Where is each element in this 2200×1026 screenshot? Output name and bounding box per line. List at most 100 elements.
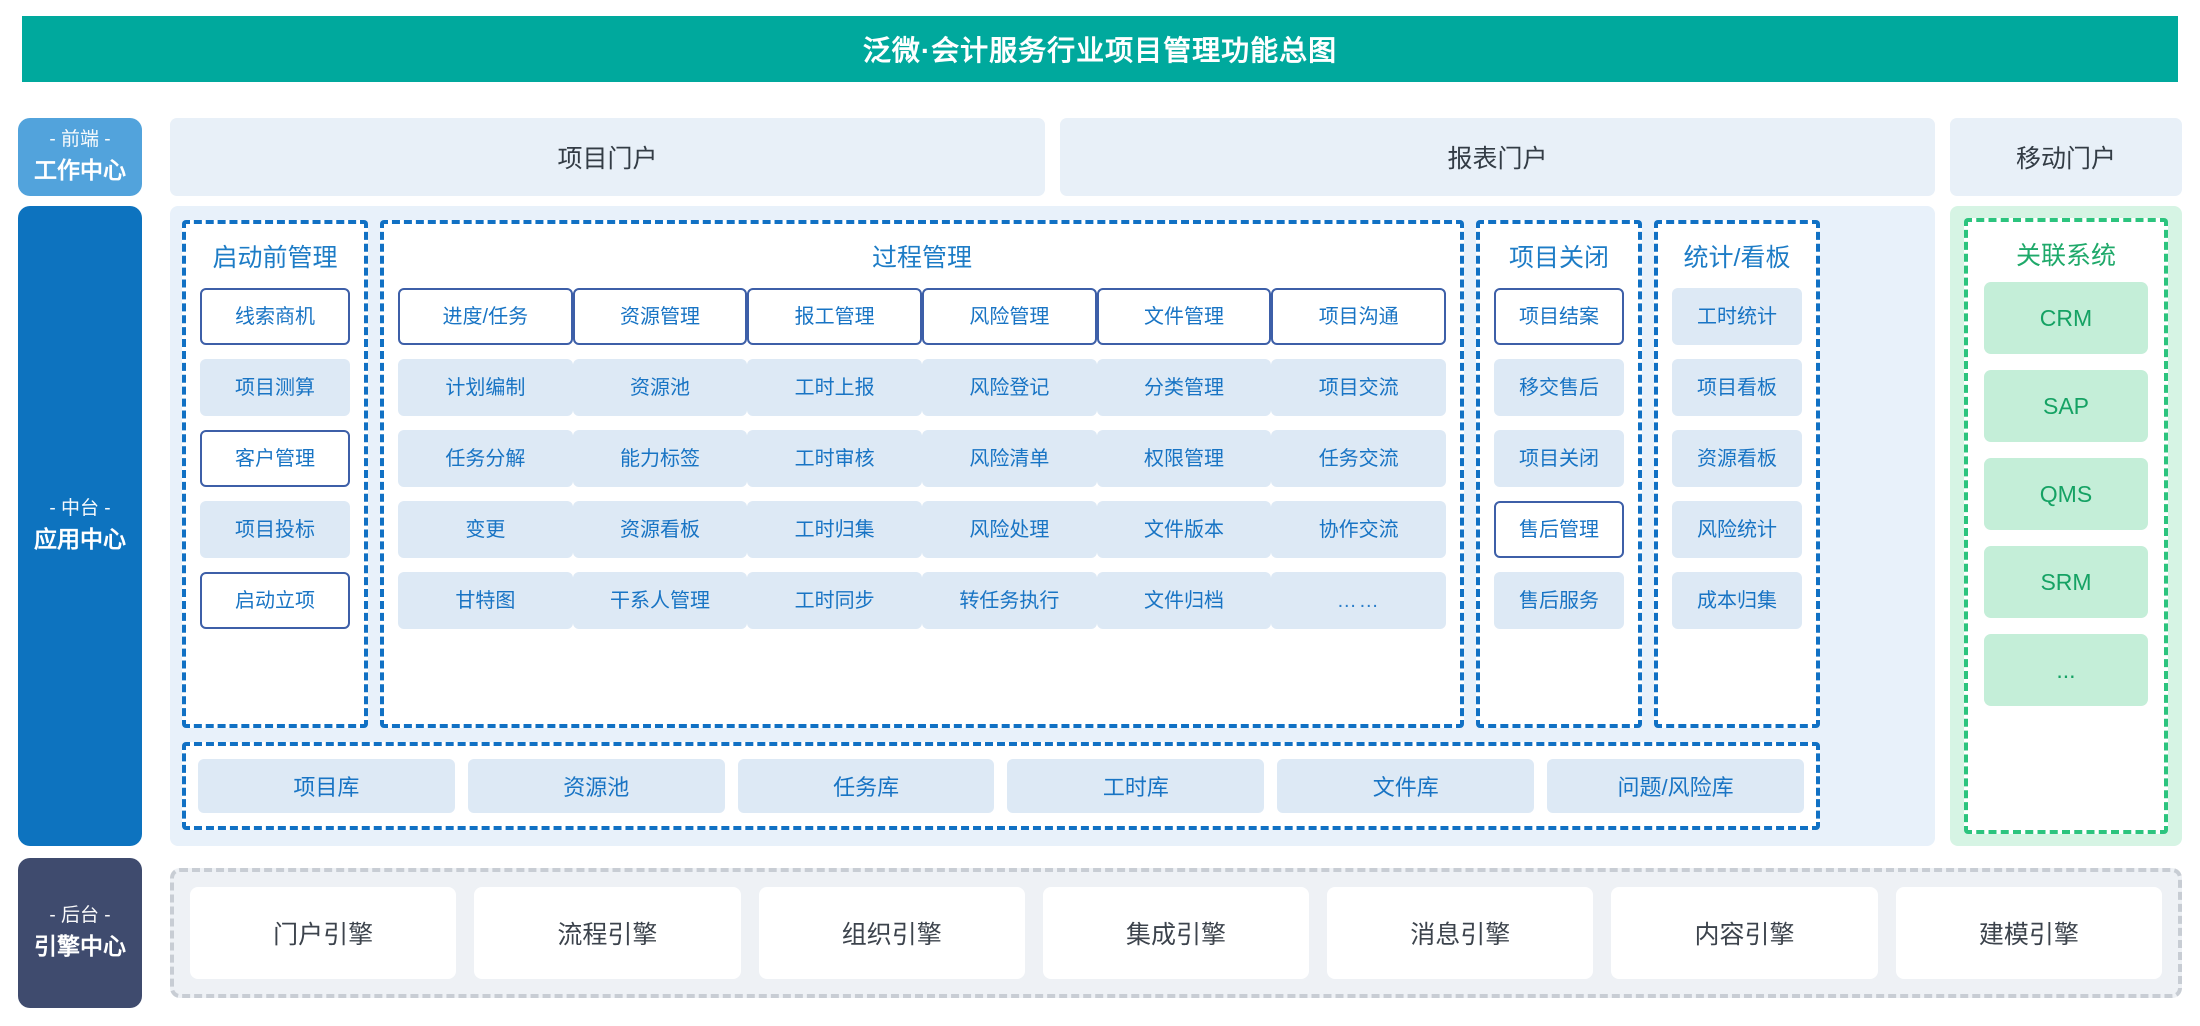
related-system-sap[interactable]: SAP (1984, 370, 2148, 442)
cell-xiangmujiaoliu[interactable]: 项目交流 (1271, 359, 1447, 416)
group-project-close: 项目关闭 项目结案 移交售后 项目关闭 售后管理 售后服务 (1476, 220, 1642, 728)
library-resource-pool[interactable]: 资源池 (467, 759, 725, 813)
cell-ganxirenguanli[interactable]: 干系人管理 (572, 572, 748, 629)
cell-xiangmukanban[interactable]: 项目看板 (1672, 359, 1802, 416)
engine-center-panel: 门户引擎 流程引擎 组织引擎 集成引擎 消息引擎 内容引擎 建模引擎 (170, 868, 2182, 998)
cell-biangeng[interactable]: 变更 (398, 501, 573, 558)
rail-backend-kicker: - 后台 - (49, 905, 111, 927)
cell-wenjianbanben[interactable]: 文件版本 (1096, 501, 1272, 558)
engine-portal[interactable]: 门户引擎 (190, 887, 457, 979)
library-issue-risk[interactable]: 问题/风险库 (1547, 759, 1804, 813)
rail-frontend-label: 工作中心 (34, 157, 126, 184)
cell-nenglibiaoqian[interactable]: 能力标签 (572, 430, 748, 487)
cell-xiangmuguanbi[interactable]: 项目关闭 (1494, 430, 1624, 487)
engine-workflow[interactable]: 流程引擎 (474, 887, 741, 979)
rail-midplatform-label: 应用中心 (34, 526, 126, 553)
group-cells-process: 进度/任务 计划编制 任务分解 变更 甘特图 资源管理 资源池 能力标签 资源看… (384, 284, 1460, 708)
cell-shouhoufuwu[interactable]: 售后服务 (1494, 572, 1624, 629)
cell-gongshitongbu[interactable]: 工时同步 (747, 572, 923, 629)
column-risk-management: 风险管理 风险登记 风险清单 风险处理 转任务执行 (922, 284, 1097, 708)
cell-baogongguanli[interactable]: 报工管理 (747, 288, 923, 345)
cell-qidonglixiang[interactable]: 启动立项 (200, 572, 350, 629)
column: 工时统计 项目看板 资源看板 风险统计 成本归集 (1672, 284, 1802, 708)
column-project-communication: 项目沟通 项目交流 任务交流 协作交流 …… (1271, 284, 1447, 708)
cell-xiangmuceduan[interactable]: 项目测算 (200, 359, 350, 416)
application-center-panel: 启动前管理 线索商机 项目测算 客户管理 项目投标 启动立项 过程管理 进度/任… (170, 206, 1935, 846)
group-cells-pre-start: 线索商机 项目测算 客户管理 项目投标 启动立项 (186, 284, 364, 708)
related-systems-box: 关联系统 CRM SAP QMS SRM ... (1964, 218, 2168, 834)
related-system-more[interactable]: ... (1984, 634, 2148, 706)
group-title-process: 过程管理 (871, 244, 972, 272)
cell-renwujiaoliu[interactable]: 任务交流 (1271, 430, 1447, 487)
cell-gongshishangbao[interactable]: 工时上报 (747, 359, 923, 416)
column-schedule-task: 进度/任务 计划编制 任务分解 变更 甘特图 (398, 284, 573, 708)
library-worktime[interactable]: 工时库 (1007, 759, 1265, 813)
cell-ziyuankanban-stat[interactable]: 资源看板 (1672, 430, 1802, 487)
cell-gongshishenhe[interactable]: 工时审核 (747, 430, 923, 487)
column-resource-management: 资源管理 资源池 能力标签 资源看板 干系人管理 (572, 284, 748, 708)
engine-content[interactable]: 内容引擎 (1611, 887, 1878, 979)
cell-wenjianguanli[interactable]: 文件管理 (1096, 288, 1272, 345)
engine-modeling[interactable]: 建模引擎 (1895, 887, 2162, 979)
rail-backend-label: 引擎中心 (34, 933, 126, 960)
related-system-crm[interactable]: CRM (1984, 282, 2148, 354)
library-file[interactable]: 文件库 (1277, 759, 1535, 813)
group-pre-start-management: 启动前管理 线索商机 项目测算 客户管理 项目投标 启动立项 (182, 220, 368, 728)
group-cells-statistics: 工时统计 项目看板 资源看板 风险统计 成本归集 (1658, 284, 1816, 708)
cell-gongshiguiji[interactable]: 工时归集 (747, 501, 923, 558)
cell-fengxianchuli[interactable]: 风险处理 (922, 501, 1097, 558)
cell-xiangmujiean[interactable]: 项目结案 (1494, 288, 1624, 345)
rail-frontend-kicker: - 前端 - (49, 129, 111, 151)
cell-xiangmugoutong[interactable]: 项目沟通 (1271, 288, 1447, 345)
cell-renwufenjie[interactable]: 任务分解 (398, 430, 573, 487)
engine-organization[interactable]: 组织引擎 (758, 887, 1025, 979)
cell-wenjianguidang[interactable]: 文件归档 (1096, 572, 1272, 629)
library-task[interactable]: 任务库 (737, 759, 995, 813)
related-systems-panel: 关联系统 CRM SAP QMS SRM ... (1950, 206, 2182, 846)
cell-gantetu[interactable]: 甘特图 (398, 572, 573, 629)
group-title-project-close: 项目关闭 (1508, 244, 1609, 272)
cell-fengxiandengji[interactable]: 风险登记 (922, 359, 1097, 416)
cell-jihuabianzhi[interactable]: 计划编制 (398, 359, 573, 416)
cell-zhuanrenwuzhixing[interactable]: 转任务执行 (922, 572, 1097, 629)
engine-integration[interactable]: 集成引擎 (1042, 887, 1310, 979)
engine-message[interactable]: 消息引擎 (1327, 887, 1594, 979)
portal-project[interactable]: 项目门户 (170, 118, 1045, 196)
cell-more-ellipsis[interactable]: …… (1271, 572, 1447, 629)
cell-fengxiantongji[interactable]: 风险统计 (1672, 501, 1802, 558)
portal-report[interactable]: 报表门户 (1060, 118, 1935, 196)
cell-shouhouguanli[interactable]: 售后管理 (1494, 501, 1624, 558)
cell-fenleiguanli[interactable]: 分类管理 (1096, 359, 1272, 416)
cell-yijiaoshouhou[interactable]: 移交售后 (1494, 359, 1624, 416)
cell-fengxianqingdan[interactable]: 风险清单 (922, 430, 1097, 487)
group-cells-project-close: 项目结案 移交售后 项目关闭 售后管理 售后服务 (1480, 284, 1638, 708)
column: 线索商机 项目测算 客户管理 项目投标 启动立项 (200, 284, 350, 708)
column: 项目结案 移交售后 项目关闭 售后管理 售后服务 (1494, 284, 1624, 708)
column-work-report: 报工管理 工时上报 工时审核 工时归集 工时同步 (747, 284, 923, 708)
cell-ziyuanguanli[interactable]: 资源管理 (572, 288, 748, 345)
rail-midplatform-kicker: - 中台 - (49, 498, 111, 520)
rail-backend: - 后台 - 引擎中心 (18, 858, 142, 1008)
library-project[interactable]: 项目库 (198, 759, 455, 813)
cell-ziyuanchi[interactable]: 资源池 (572, 359, 748, 416)
cell-chengbenguiji[interactable]: 成本归集 (1672, 572, 1802, 629)
cell-ziyuankanban[interactable]: 资源看板 (572, 501, 748, 558)
related-system-qms[interactable]: QMS (1984, 458, 2148, 530)
cell-xiansuoshangji[interactable]: 线索商机 (200, 288, 350, 345)
group-title-statistics: 统计/看板 (1683, 244, 1791, 272)
cell-jindu-renwu[interactable]: 进度/任务 (398, 288, 573, 345)
related-systems-title: 关联系统 (2015, 242, 2116, 270)
cell-gongshitongji[interactable]: 工时统计 (1672, 288, 1802, 345)
cell-kehuguanli[interactable]: 客户管理 (200, 430, 350, 487)
group-process-management: 过程管理 进度/任务 计划编制 任务分解 变更 甘特图 资源管理 资源池 能力标… (380, 220, 1464, 728)
cell-xiezuojiaoliu[interactable]: 协作交流 (1271, 501, 1447, 558)
column-file-management: 文件管理 分类管理 权限管理 文件版本 文件归档 (1096, 284, 1272, 708)
related-system-srm[interactable]: SRM (1984, 546, 2148, 618)
cell-fengxianguanli[interactable]: 风险管理 (922, 288, 1097, 345)
cell-xiangmutoubiao[interactable]: 项目投标 (200, 501, 350, 558)
cell-quanxianguanli[interactable]: 权限管理 (1096, 430, 1272, 487)
group-title-pre-start: 启动前管理 (212, 244, 338, 272)
rail-midplatform: - 中台 - 应用中心 (18, 206, 142, 846)
group-statistics-dashboard: 统计/看板 工时统计 项目看板 资源看板 风险统计 成本归集 (1654, 220, 1820, 728)
portal-mobile[interactable]: 移动门户 (1950, 118, 2182, 196)
